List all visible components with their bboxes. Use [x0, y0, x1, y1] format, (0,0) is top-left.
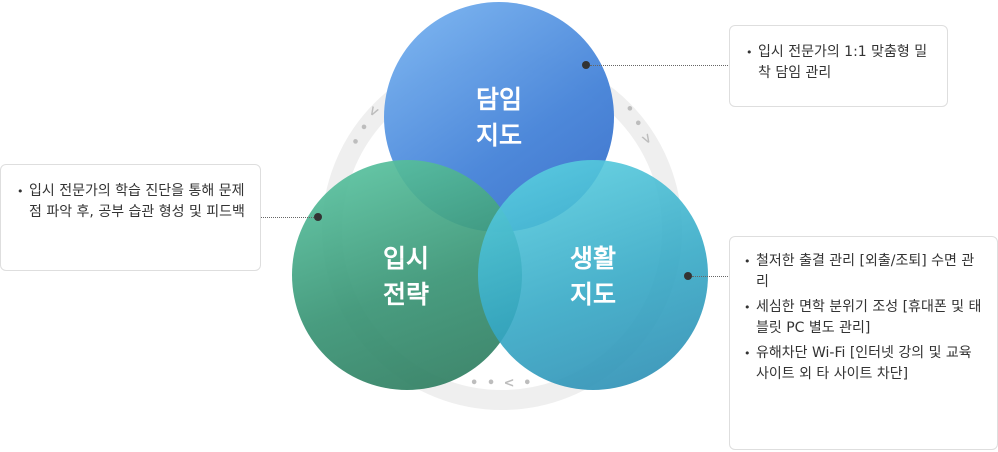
callout-admission: 입시 전문가의 학습 진단을 통해 문제점 파악 후, 공부 습관 형성 및 피… [0, 164, 261, 271]
circle-life-label: 생활 지도 [533, 241, 653, 313]
callout-life: 철저한 출결 관리 [외출/조퇴] 수면 관리 세심한 면학 분위기 조성 [휴… [729, 236, 998, 450]
callout-homeroom: 입시 전문가의 1:1 맞춤형 밀착 담임 관리 [729, 25, 948, 107]
circle-life-line2: 지도 [569, 280, 616, 309]
callout-life-item-2: 세심한 면학 분위기 조성 [휴대폰 및 태블릿 PC 별도 관리] [744, 297, 987, 339]
circle-admission-line1: 입시 [382, 244, 429, 273]
callout-homeroom-item: 입시 전문가의 1:1 맞춤형 밀착 담임 관리 [746, 42, 935, 84]
circle-life-line1: 생활 [569, 244, 616, 273]
circle-life [478, 160, 708, 390]
ring-arrow-bottom: • • < • [470, 376, 534, 391]
leader-line-left [260, 217, 314, 218]
callout-life-item-3: 유해차단 Wi-Fi [인터넷 강의 및 교육 사이트 외 타 사이트 차단] [744, 343, 987, 385]
circle-homeroom-line2: 지도 [475, 121, 522, 150]
leader-line-right [692, 276, 730, 277]
circle-homeroom-line1: 담임 [475, 85, 522, 114]
circle-admission-line2: 전략 [382, 280, 429, 309]
leader-dot-right [684, 272, 692, 280]
circle-admission-label: 입시 전략 [346, 241, 466, 313]
callout-life-item-1: 철저한 출결 관리 [외출/조퇴] 수면 관리 [744, 251, 987, 293]
leader-dot-left [314, 213, 322, 221]
circle-homeroom-label: 담임 지도 [439, 82, 559, 154]
callout-admission-item: 입시 전문가의 학습 진단을 통해 문제점 파악 후, 공부 습관 형성 및 피… [17, 181, 250, 223]
leader-line-top [590, 65, 730, 66]
leader-dot-top [582, 61, 590, 69]
